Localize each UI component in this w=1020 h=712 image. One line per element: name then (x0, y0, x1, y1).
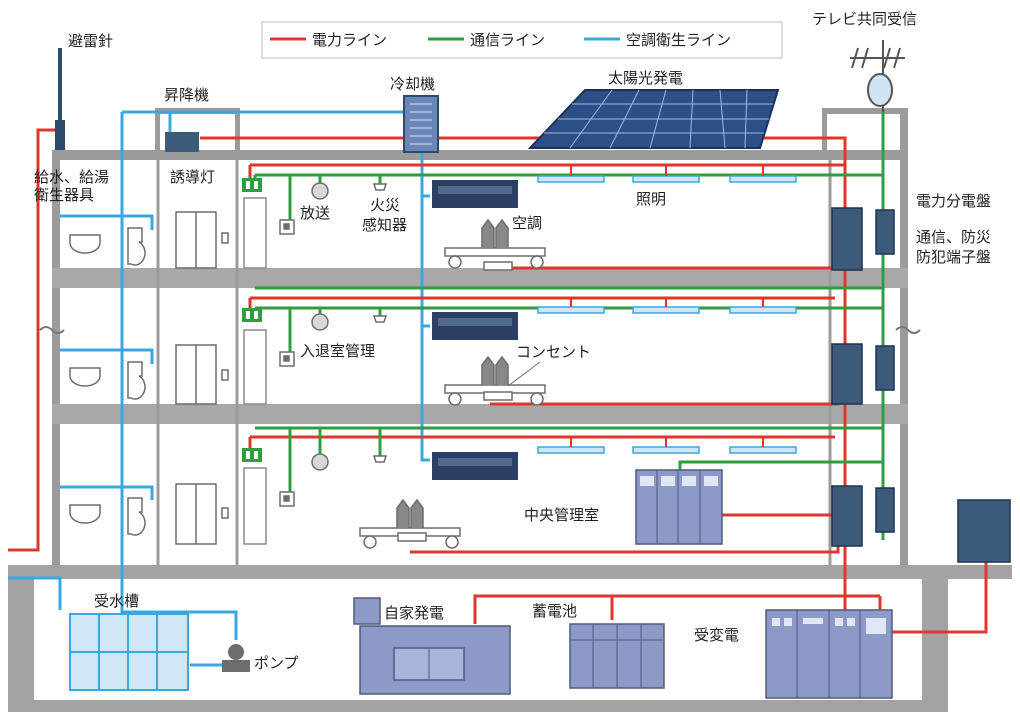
tv-antenna (850, 40, 905, 112)
basement-right-wall (922, 579, 948, 712)
solar-panel (527, 89, 780, 149)
label-battery: 蓄電池 (532, 602, 577, 620)
labels: 避雷針 昇降機 冷却機 太陽光発電 テレビ共同受信 給水、給湯 衛生器具 誘導灯… (34, 10, 991, 672)
label-lightning-rod: 避雷針 (68, 32, 113, 50)
basement-floor (8, 700, 948, 712)
floor-slab-2 (52, 404, 908, 424)
lightning-rod (55, 48, 65, 150)
building-structure (8, 108, 1012, 712)
break-mark-left (39, 326, 65, 334)
legend-power-label: 電力ライン (312, 31, 387, 49)
substation (765, 609, 893, 699)
elevator-penthouse-right (235, 108, 240, 153)
outdoor-transformer (957, 499, 1011, 563)
roof-slab (52, 150, 908, 160)
elevator-penthouse-left (155, 108, 160, 153)
outlet-leader-line (507, 361, 541, 387)
label-tv-antenna: テレビ共同受信 (812, 10, 917, 28)
label-central-control: 中央管理室 (524, 506, 599, 524)
legend: 電力ライン 通信ライン 空調衛生ライン (261, 21, 783, 59)
room-doors (243, 197, 267, 545)
office-desks (359, 218, 546, 549)
floor-slab-3 (52, 268, 908, 288)
label-fire-detector-1: 火災 (370, 196, 400, 214)
legend-comm-label: 通信ライン (470, 31, 545, 49)
left-outer-wall (52, 150, 60, 565)
fire-detectors (372, 183, 388, 463)
elevator-machine (165, 132, 199, 152)
power-distribution-panels (831, 207, 863, 547)
right-penthouse-roof (822, 108, 908, 114)
label-water-supply-2: 衛生器具 (34, 186, 94, 204)
pump (222, 644, 250, 672)
central-control-racks (635, 469, 723, 545)
label-water-tank: 受水槽 (94, 592, 139, 610)
generator (353, 597, 511, 695)
label-fire-detector-2: 感知器 (362, 216, 407, 234)
label-chiller: 冷却機 (390, 75, 435, 93)
label-air-conditioning: 空調 (512, 214, 542, 232)
air-conditioners (432, 180, 518, 480)
label-solar: 太陽光発電 (608, 69, 683, 87)
ground-right-extension (946, 565, 1012, 575)
battery (569, 623, 665, 689)
label-substation: 受変電 (694, 626, 739, 644)
label-power-panel: 電力分電盤 (916, 192, 991, 210)
right-outer-wall (900, 108, 908, 565)
chiller (403, 95, 439, 153)
elevator-doors (175, 211, 229, 545)
wall-panels (279, 219, 295, 507)
legend-box (261, 21, 783, 59)
comm-terminal-panels (875, 209, 895, 533)
label-generator: 自家発電 (384, 604, 444, 622)
exit-signs (242, 178, 262, 462)
comm-lines (253, 110, 885, 540)
right-penthouse-left (822, 108, 827, 153)
lighting-fixtures (537, 165, 797, 454)
basement-left-wall (8, 579, 34, 712)
label-broadcast: 放送 (300, 204, 330, 222)
break-mark-right (895, 326, 921, 334)
speakers (311, 182, 329, 471)
sanitary-fixtures (69, 227, 146, 536)
water-tank (69, 613, 189, 691)
label-comm-panel-2: 防犯端子盤 (916, 248, 991, 266)
label-elevator: 昇降機 (164, 86, 209, 104)
label-outlet: コンセント (516, 343, 591, 361)
legend-hvac-label: 空調衛生ライン (626, 31, 731, 49)
label-guide-light: 誘導灯 (170, 168, 215, 186)
label-lighting: 照明 (636, 190, 666, 208)
label-pump: ポンプ (254, 654, 299, 672)
label-water-supply-1: 給水、給湯 (34, 168, 109, 186)
label-access-control: 入退室管理 (300, 342, 375, 360)
label-comm-panel-1: 通信、防災 (916, 228, 991, 246)
ground-slab (8, 565, 1012, 579)
